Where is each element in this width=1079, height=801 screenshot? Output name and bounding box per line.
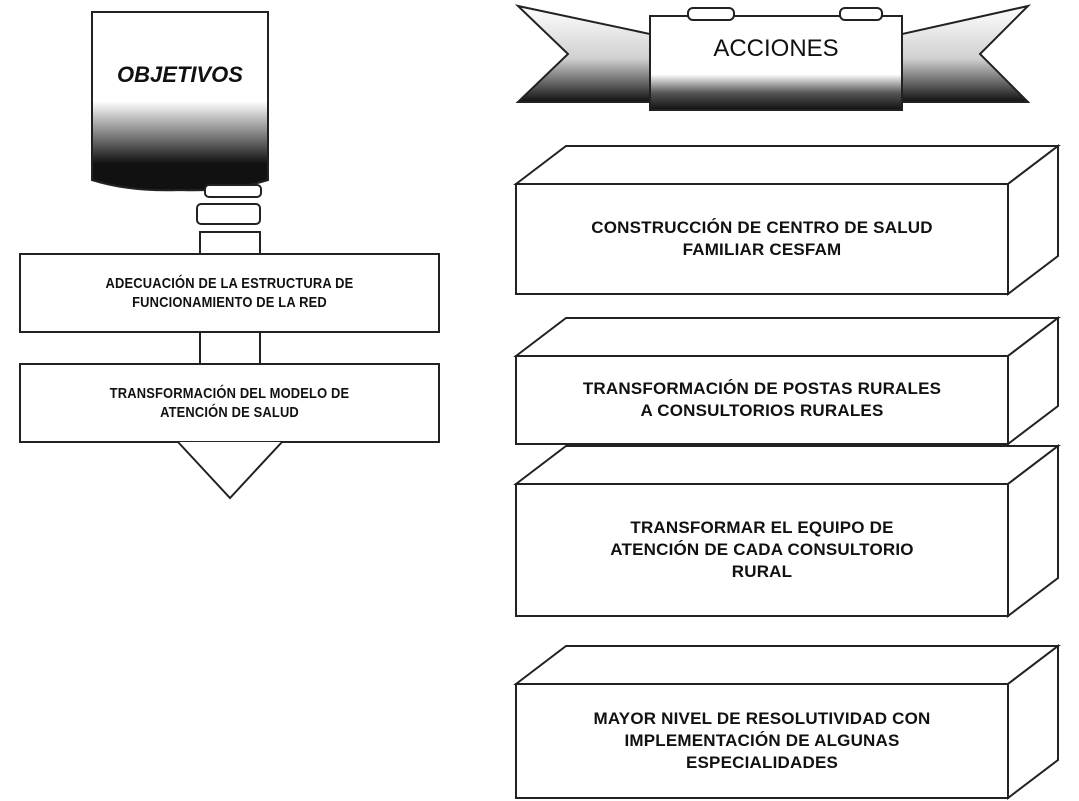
action-box-4 [513,643,1061,801]
action-label-2: TRANSFORMACIÓN DE POSTAS RURALES A CONSU… [516,356,1008,444]
action-4-line-1: MAYOR NIVEL DE RESOLUTIVIDAD CON [593,708,931,728]
action-1-line-1: CONSTRUCCIÓN DE CENTRO DE SALUD [591,217,933,237]
action-3-line-1: TRANSFORMAR EL EQUIPO DE [630,517,894,537]
objectives-heading: OBJETIVOS [117,61,243,87]
objective-1-line-1: ADECUACIÓN DE LA ESTRUCTURA DE [105,274,354,292]
action-label-3: TRANSFORMAR EL EQUIPO DE ATENCIÓN DE CAD… [516,484,1008,616]
down-arrow-icon [177,441,283,500]
action-box-3 [513,443,1061,619]
objective-box-1 [19,253,440,333]
objective-1-line-2: FUNCIONAMIENTO DE LA RED [132,294,327,311]
action-box-1 [513,143,1061,297]
objective-2-line-2: ATENCIÓN DE SALUD [160,404,299,421]
action-3-line-3: RURAL [731,562,793,582]
action-3-line-2: ATENCIÓN DE CADA CONSULTORIO [610,539,914,559]
objectives-heading-shape [91,11,269,192]
objectives-connector [196,184,262,365]
action-box-2 [513,315,1061,447]
actions-heading-banner [514,4,1032,111]
action-4-line-2: IMPLEMENTACIÓN DE ALGUNAS [624,730,900,750]
action-2-line-2: A CONSULTORIOS RURALES [640,401,884,420]
action-2-line-1: TRANSFORMACIÓN DE POSTAS RURALES [582,378,942,398]
action-label-4: MAYOR NIVEL DE RESOLUTIVIDAD CON IMPLEME… [516,684,1008,798]
actions-heading: ACCIONES [713,35,839,63]
objective-label-2: TRANSFORMACIÓN DEL MODELO DE ATENCIÓN DE… [49,364,409,442]
objective-label-1: ADECUACIÓN DE LA ESTRUCTURA DE FUNCIONAM… [49,254,409,332]
action-label-1: CONSTRUCCIÓN DE CENTRO DE SALUD FAMILIAR… [516,184,1008,294]
objective-2-line-1: TRANSFORMACIÓN DEL MODELO DE [109,384,350,402]
action-1-line-2: FAMILIAR CESFAM [682,240,842,259]
action-4-line-3: ESPECIALIDADES [685,753,839,773]
